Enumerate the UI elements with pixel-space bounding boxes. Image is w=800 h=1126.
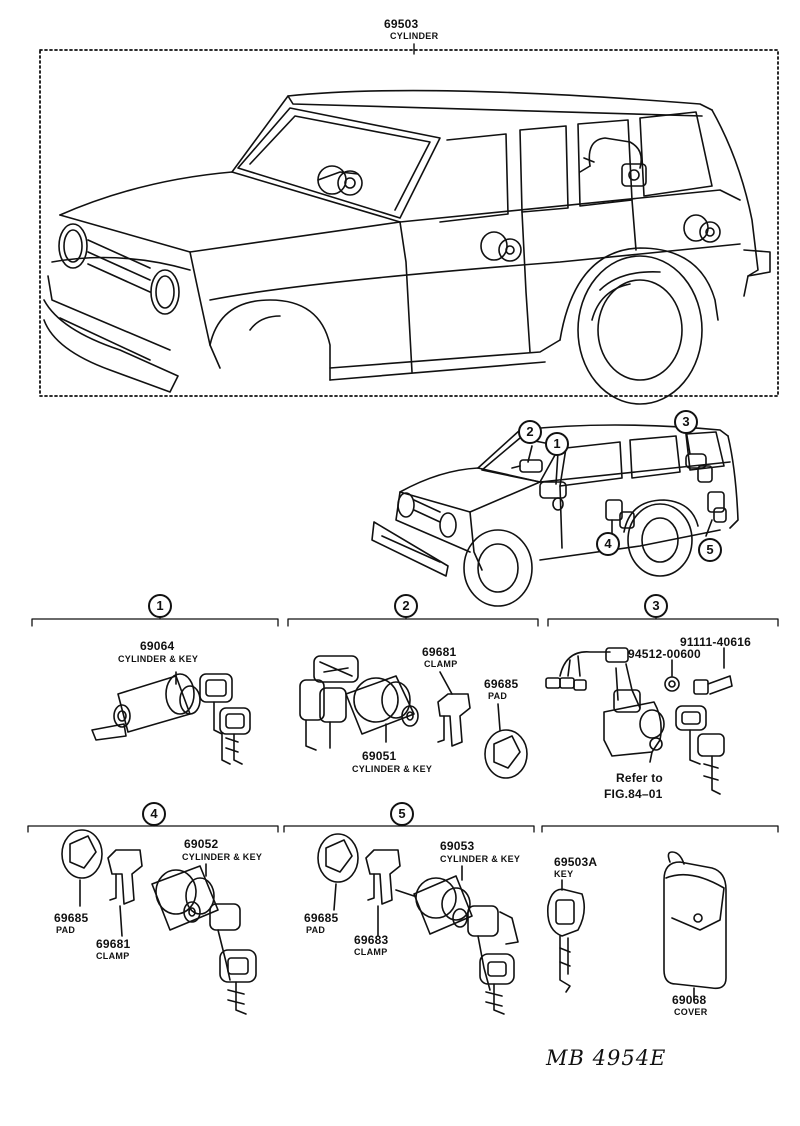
section-dividers [27, 613, 779, 833]
callout-1: 1 [545, 432, 569, 456]
part-name: PAD [306, 925, 326, 935]
part-number: 69052 [184, 837, 219, 851]
part-number: 69685 [304, 911, 339, 925]
part-number: 69685 [54, 911, 89, 925]
part-number: 69503A [554, 855, 598, 869]
callout-5: 5 [698, 538, 722, 562]
part-69681-clamp-s4 [107, 849, 143, 937]
part-number: 69051 [362, 749, 397, 763]
part-69503A-key-drawing [546, 879, 586, 993]
part-number: 69053 [440, 839, 475, 853]
part-number: 69683 [354, 933, 389, 947]
section-2-number: 2 [394, 594, 418, 618]
part-name: CYLINDER & KEY [352, 764, 433, 774]
top-part-number: 69503 [384, 17, 419, 31]
part-number: 69681 [422, 645, 457, 659]
part-name: PAD [56, 925, 76, 935]
part-69064-drawing [91, 671, 251, 765]
part-number: 69068 [672, 993, 707, 1007]
part-69053-drawing [395, 865, 519, 1015]
part-name: CYLINDER & KEY [118, 654, 199, 664]
part-name: CYLINDER & KEY [440, 854, 521, 864]
top-part-name: CYLINDER [390, 31, 439, 41]
vehicle-large-cylinders [317, 137, 721, 262]
section-3-number: 3 [644, 594, 668, 618]
part-number: 69681 [96, 937, 131, 951]
part-69685-pad-s4 [61, 829, 103, 907]
part-ignition-drawing [545, 647, 733, 795]
part-69052-drawing [151, 863, 257, 1015]
top-frame [39, 43, 779, 397]
part-name: PAD [488, 691, 508, 701]
part-name: KEY [554, 869, 574, 879]
callout-4: 4 [596, 532, 620, 556]
vehicle-large [43, 89, 771, 405]
drawing-code: MB 4954E [546, 1046, 667, 1070]
part-number: 94512-00600 [628, 647, 701, 661]
part-69051-drawing [299, 655, 419, 751]
part-name: CYLINDER & KEY [182, 852, 263, 862]
section-5-number: 5 [390, 802, 414, 826]
part-number: 69064 [140, 639, 175, 653]
part-69068-cover-drawing [663, 851, 727, 1001]
part-69685-pad-s5 [317, 833, 359, 911]
part-name: CLAMP [424, 659, 458, 669]
part-69683-clamp-s5 [365, 849, 401, 937]
part-name: CLAMP [354, 947, 388, 957]
section-1-number: 1 [148, 594, 172, 618]
part-name: CLAMP [96, 951, 130, 961]
section-4-number: 4 [142, 802, 166, 826]
part-number: 91111-40616 [680, 635, 751, 649]
refer-text-line2: FIG.84–01 [604, 787, 663, 801]
part-name: COVER [674, 1007, 708, 1017]
part-69681-clamp-s2 [437, 671, 471, 747]
part-number: 69685 [484, 677, 519, 691]
callout-3: 3 [674, 410, 698, 434]
part-69685-pad-s2 [484, 703, 528, 779]
refer-text-line1: Refer to [616, 771, 663, 785]
callout-2: 2 [518, 420, 542, 444]
